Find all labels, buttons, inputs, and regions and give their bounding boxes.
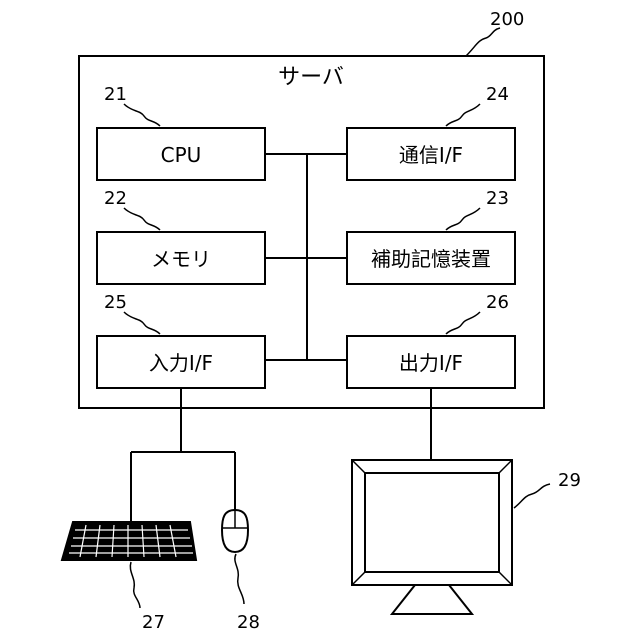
mouse-icon: [222, 510, 248, 552]
comm-if-ref-label: 24: [486, 84, 509, 105]
mouse-ref-label: 28: [237, 612, 260, 633]
storage-label: 補助記憶装置: [371, 247, 491, 271]
mouse-ref-leader: [235, 554, 244, 604]
server-title: サーバ: [278, 65, 344, 90]
display-ref-leader: [514, 484, 550, 508]
memory-ref-label: 22: [104, 188, 127, 209]
input-if-label: 入力I/F: [149, 351, 213, 375]
storage-ref-label: 23: [486, 188, 509, 209]
server-ref-label: 200: [490, 9, 524, 30]
display-ref-label: 29: [558, 470, 581, 491]
cpu-ref-label: 21: [104, 84, 127, 105]
server-ref-leader: [466, 28, 500, 56]
output-if-ref-label: 26: [486, 292, 509, 313]
memory-label: メモリ: [151, 247, 211, 271]
input-if-ref-label: 25: [104, 292, 127, 313]
keyboard-ref-leader: [130, 562, 140, 608]
output-if-label: 出力I/F: [399, 351, 463, 375]
comm-if-label: 通信I/F: [399, 143, 463, 167]
cpu-label: CPU: [161, 143, 202, 167]
keyboard-ref-label: 27: [142, 612, 165, 633]
monitor-icon: [352, 460, 512, 614]
keyboard-icon: [62, 522, 196, 560]
